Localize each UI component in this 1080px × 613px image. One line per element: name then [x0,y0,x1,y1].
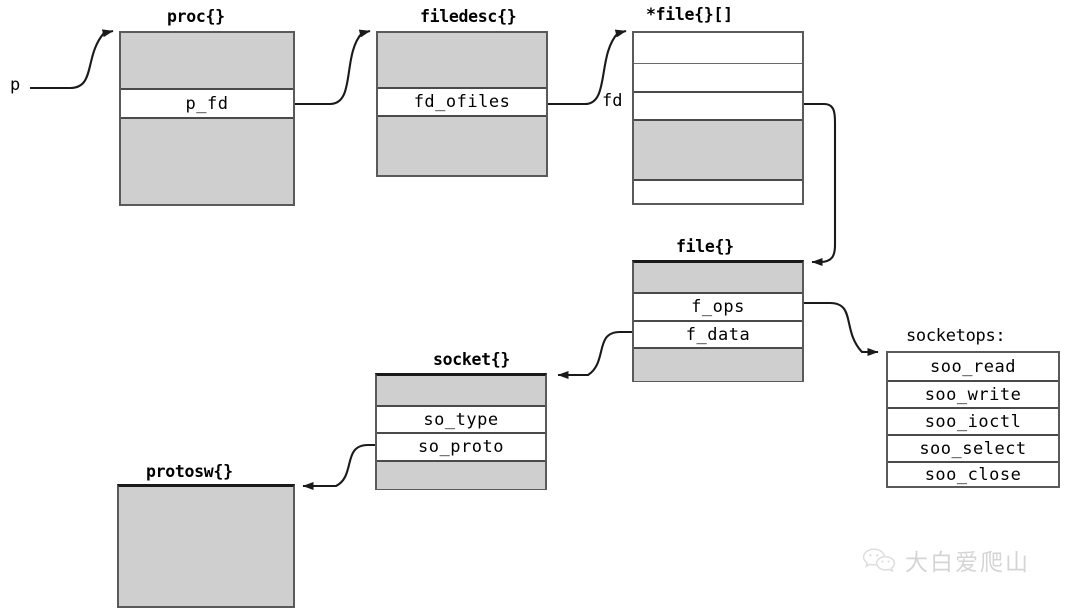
struct-title-protosw: protosw{} [146,462,233,481]
struct-title-socket: socket{} [433,350,511,369]
socket-field-3 [377,460,545,489]
filedesc-field-0 [378,33,546,87]
file-field-f-ops: f_ops [634,292,802,320]
wechat-icon [862,547,896,572]
wire-p-to-proc [30,29,114,90]
struct-protosw [117,484,295,608]
file-array-slot-0 [634,33,802,63]
wire-fops-to-socketops [795,301,879,356]
proc-field-0 [121,33,293,88]
fd-index-label: fd [602,91,623,111]
socketops-entry-soo-select[interactable]: soo_select [888,434,1058,461]
struct-title-file: file{} [676,237,734,256]
watermark: 大白爱爬山 [862,543,1030,577]
proc-field-2 [121,117,293,204]
file-array-slot-4 [634,179,802,203]
proc-field-p-fd: p_fd [121,88,293,117]
socket-field-0 [377,376,545,405]
protosw-field-0 [119,487,293,606]
file-field-f-data: f_data [634,320,802,347]
struct-title-file-array: *file{}[] [646,5,733,24]
struct-file: f_ops f_data [632,260,804,382]
watermark-text: 大白爱爬山 [905,550,1030,576]
struct-title-filedesc: filedesc{} [420,7,517,26]
socketops-entry-soo-write[interactable]: soo_write [888,380,1058,407]
file-array-slot-1 [634,63,802,91]
filedesc-field-2 [378,115,546,175]
struct-socket: so_type so_proto [375,373,547,490]
socketops-entry-soo-ioctl[interactable]: soo_ioctl [888,407,1058,434]
wire-fdata-to-socket [557,330,642,379]
struct-proc: p_fd [119,31,295,206]
socket-field-so-type: so_type [377,405,545,432]
struct-filedesc: fd_ofiles [376,31,548,177]
file-field-3 [634,347,802,381]
file-array-slot-3 [634,119,802,179]
socketops-label: socketops: [906,326,1006,346]
socket-field-so-proto: so_proto [377,432,545,460]
file-field-0 [634,263,802,292]
struct-socketops: soo_read soo_write soo_ioctl soo_select … [886,351,1060,488]
struct-file-array [632,31,804,205]
filedesc-field-fd-ofiles: fd_ofiles [378,87,546,115]
pointer-label-p: p [10,75,21,95]
struct-title-proc: proc{} [167,7,225,26]
file-array-slot-fd [634,91,802,119]
socketops-entry-soo-close[interactable]: soo_close [888,461,1058,486]
socketops-entry-soo-read[interactable]: soo_read [888,353,1058,380]
